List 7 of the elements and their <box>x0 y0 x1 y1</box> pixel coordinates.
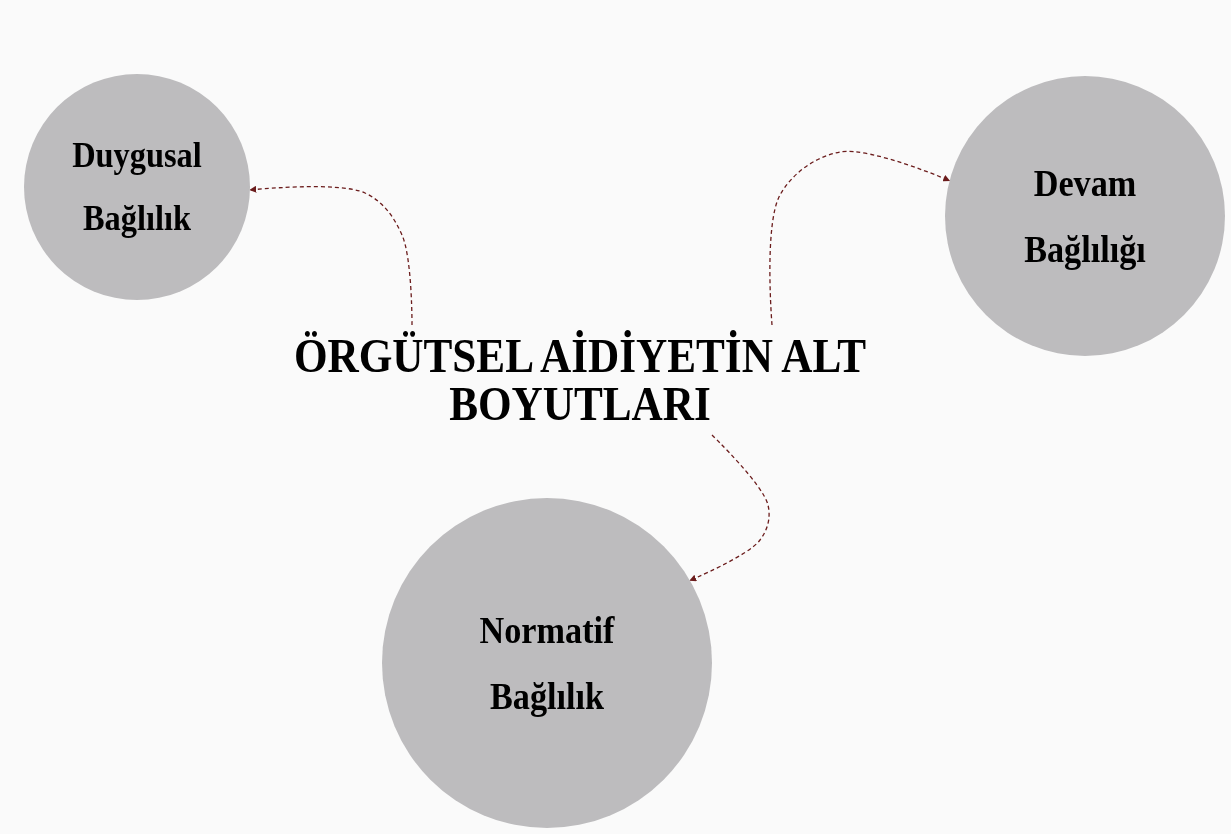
dashed-arrow <box>689 434 770 582</box>
node-label: Devam Bağlılığı <box>1023 160 1147 272</box>
node-label: Duygusal Bağlılık <box>71 134 203 240</box>
node-label: Normatif Bağlılık <box>478 607 616 719</box>
dashed-arrow <box>249 185 413 326</box>
central-title: ÖRGÜTSEL AİDİYETİN ALT BOYUTLARI <box>292 332 868 428</box>
dashed-arrow <box>769 150 951 326</box>
